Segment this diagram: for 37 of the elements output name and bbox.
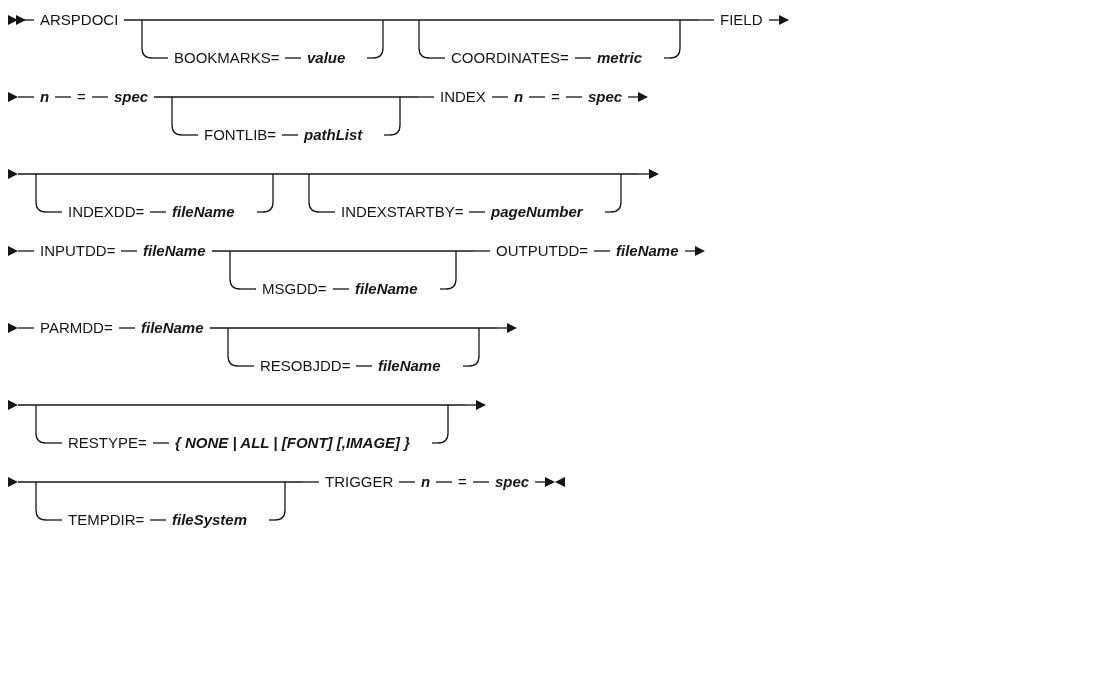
variable-text: spec	[114, 88, 149, 106]
keyword-text: MSGDD=	[262, 280, 327, 298]
variable-text: spec	[588, 88, 623, 106]
variable-text: fileName	[143, 242, 206, 260]
keyword-text: FIELD	[720, 11, 763, 29]
keyword-text: INPUTDD=	[40, 242, 116, 260]
variable-text: value	[307, 49, 346, 67]
variable-text: n	[40, 88, 50, 106]
variable-text: fileName	[378, 357, 441, 375]
equals-sign: =	[458, 473, 467, 491]
variable-text: fileName	[172, 203, 235, 221]
command-name: ARSPDOCI	[40, 11, 119, 29]
variable-text: pageNumber	[491, 203, 583, 221]
variable-text: pathList	[304, 126, 363, 144]
variable-text: fileName	[355, 280, 418, 298]
keyword-text: RESOBJDD=	[260, 357, 351, 375]
variable-text: fileName	[616, 242, 679, 260]
variable-text: spec	[495, 473, 530, 491]
keyword-text: RESTYPE=	[68, 434, 147, 452]
variable-text: n	[514, 88, 524, 106]
keyword-text: INDEX	[440, 88, 486, 106]
variable-text: fileName	[141, 319, 204, 337]
variable-text: fileSystem	[172, 511, 248, 529]
keyword-text: INDEXSTARTBY=	[341, 203, 464, 221]
keyword-text: COORDINATES=	[451, 49, 569, 67]
keyword-text: BOOKMARKS=	[174, 49, 280, 67]
variable-text: { NONE | ALL | [FONT] [,IMAGE] }	[175, 434, 411, 452]
variable-text: n	[421, 473, 431, 491]
variable-text: metric	[597, 49, 643, 67]
keyword-text: FONTLIB=	[204, 126, 277, 144]
keyword-text: TRIGGER	[325, 473, 394, 491]
keyword-text: INDEXDD=	[68, 203, 145, 221]
keyword-text: PARMDD=	[40, 319, 113, 337]
equals-sign: =	[551, 88, 560, 106]
keyword-text: TEMPDIR=	[68, 511, 145, 529]
keyword-text: OUTPUTDD=	[496, 242, 589, 260]
equals-sign: =	[77, 88, 86, 106]
